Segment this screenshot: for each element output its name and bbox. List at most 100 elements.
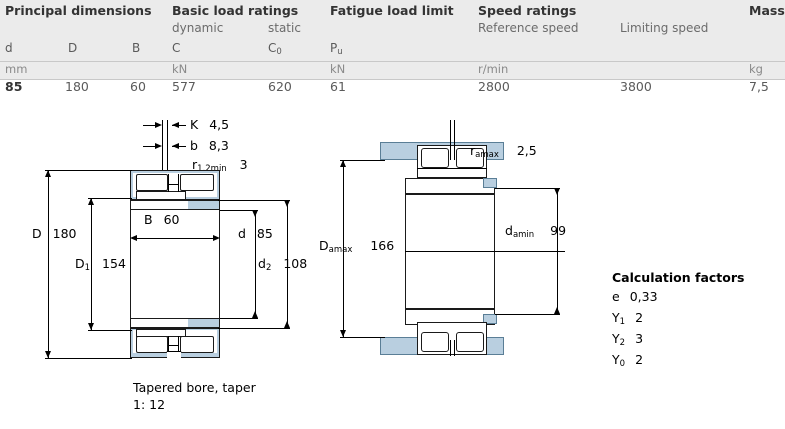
- label-damin-value: 99: [550, 223, 567, 238]
- bore-body-upper: [130, 210, 220, 270]
- label-B: B 60: [144, 212, 180, 227]
- symbol-D: D: [68, 41, 78, 55]
- label-damin: damin 99: [505, 223, 567, 240]
- right-roller-lower-right: [456, 332, 484, 352]
- label-damin-base: d: [505, 223, 513, 238]
- roller-upper-right: [180, 174, 214, 191]
- calc-Y1-sub: 1: [619, 317, 626, 327]
- rib-line-right: [167, 120, 168, 192]
- inner-ring-shoulder-lower: [136, 329, 186, 337]
- inner-ring-face-upper: [131, 201, 188, 209]
- b-arrow-right: [155, 142, 162, 149]
- value-reference-speed: 2800: [478, 79, 510, 94]
- k-dim-line-right: [172, 125, 186, 126]
- symbol-Pu-sub: u: [337, 47, 343, 57]
- calculation-factors-title: Calculation factors: [612, 270, 745, 285]
- notch-line: [167, 351, 181, 352]
- B-arrow-left: [130, 234, 137, 241]
- B-arrow-right: [213, 234, 220, 241]
- label-d-value: 85: [256, 226, 273, 241]
- cage-bar-upper-left: [168, 174, 169, 192]
- group-header-principal-dimensions: Principal dimensions: [5, 3, 152, 18]
- value-mass: 7,5: [749, 79, 769, 94]
- label-K: K 4,5: [190, 117, 230, 132]
- symbol-Pu: Pu: [330, 42, 343, 57]
- subheader-static: static: [268, 21, 301, 35]
- unit-kN-c: kN: [172, 62, 188, 76]
- taper-caption-line2: 1: 12: [133, 396, 166, 412]
- D-ext-line-bottom: [45, 358, 132, 359]
- D1-arrow-bottom: [87, 323, 94, 330]
- label-D1: D1 154: [75, 257, 126, 273]
- group-header-mass: Mass: [749, 3, 785, 18]
- label-r12min: r1,2min 3: [192, 157, 248, 174]
- table-header-band: [0, 0, 785, 62]
- rib-line-left: [162, 120, 163, 192]
- label-d2-sub: 2: [265, 263, 272, 273]
- damin-arrow-top: [553, 188, 560, 195]
- roller-lower-right: [180, 336, 214, 353]
- label-Damax-value: 166: [370, 238, 395, 253]
- b-dim-line-right: [172, 146, 186, 147]
- label-d2-base: d: [258, 256, 266, 271]
- calc-Y2-sub: 2: [619, 338, 626, 348]
- damin-arrow-bottom: [553, 307, 560, 314]
- symbol-Pu-base: P: [330, 41, 338, 55]
- calc-e-value: 0,33: [629, 289, 658, 304]
- cage-bar-upper-right: [178, 174, 179, 192]
- calc-Y0-value: 2: [635, 352, 644, 367]
- Damax-ext-bottom: [340, 337, 385, 338]
- value-static-load-rating: 620: [268, 79, 292, 94]
- symbol-C0: C0: [268, 42, 282, 57]
- label-ramax-value: 2,5: [516, 143, 537, 158]
- cage-cross-upper: [168, 184, 179, 185]
- table-data-row: [0, 80, 785, 92]
- d2-arrow-top: [283, 200, 290, 207]
- label-r12min-base: r: [192, 157, 198, 172]
- Damax-arrow-bottom: [339, 330, 346, 337]
- value-outside-diameter: 180: [65, 79, 89, 94]
- label-Damax-sub: amax: [328, 245, 353, 255]
- label-K-symbol: K: [190, 117, 199, 132]
- taper-caption: Tapered bore, taper 1: 12: [133, 380, 256, 414]
- Damax-ext-top: [340, 160, 385, 161]
- right-rib-left: [450, 120, 451, 160]
- damin-ext-top: [495, 188, 560, 189]
- unit-kg: kg: [749, 62, 763, 76]
- roller-upper-left: [136, 174, 168, 191]
- label-B-value: 60: [163, 212, 180, 227]
- B-dim-line: [133, 238, 217, 239]
- Damax-arrow-top: [339, 160, 346, 167]
- damin-dim-line: [557, 188, 558, 314]
- b-dim-line-left: [143, 146, 157, 147]
- d-arrow-bottom: [251, 311, 258, 318]
- calc-Y2-value: 3: [635, 331, 644, 346]
- table-rule-top: [0, 61, 785, 62]
- abutment-shoulder-upper: [483, 178, 497, 188]
- label-B-symbol: B: [144, 212, 153, 227]
- right-roller-lower-left: [421, 332, 449, 352]
- label-r12min-sub: 1,2min: [197, 164, 227, 174]
- label-ramax: ramax 2,5: [470, 143, 537, 160]
- label-Damax: Damax 166: [319, 238, 395, 255]
- d-ext-line-top: [220, 210, 258, 211]
- label-b-value: 8,3: [208, 138, 229, 153]
- table-unit-band: [0, 62, 785, 79]
- label-d2: d2 108: [258, 256, 308, 273]
- label-d2-value: 108: [283, 256, 308, 271]
- symbol-C: C: [172, 41, 181, 55]
- D1-arrow-top: [87, 198, 94, 205]
- label-D-value: 180: [52, 226, 77, 241]
- outer-ring-notch: [167, 351, 181, 359]
- unit-rmin: r/min: [478, 62, 509, 76]
- abutment-shoulder-lower: [483, 314, 497, 324]
- label-K-value: 4,5: [209, 117, 230, 132]
- unit-mm: mm: [5, 62, 28, 76]
- value-bore-diameter: 85: [5, 79, 23, 94]
- symbol-C0-base: C: [268, 41, 277, 55]
- group-header-basic-load-ratings: Basic load ratings: [172, 3, 299, 18]
